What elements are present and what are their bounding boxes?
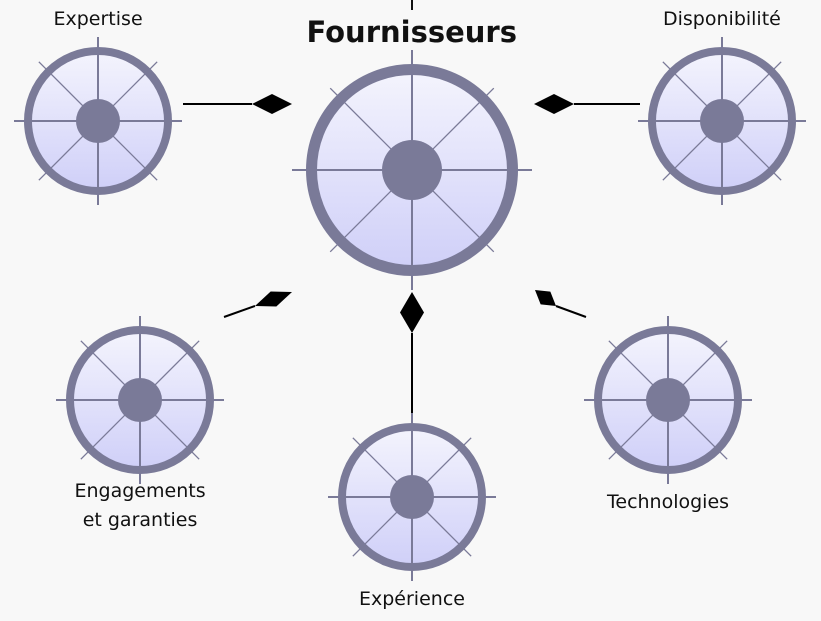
label-experience: Expérience — [359, 588, 465, 610]
connector-expertise[interactable] — [183, 94, 292, 114]
diamond-arrowhead-icon — [535, 290, 556, 306]
wheel-experience[interactable] — [328, 413, 496, 581]
wheel-hub — [76, 99, 120, 143]
connector-experience[interactable] — [400, 292, 424, 415]
wheel-hub — [118, 378, 162, 422]
label-fournisseurs: Fournisseurs — [306, 15, 518, 49]
connectors — [183, 0, 640, 415]
wheel-hub — [646, 378, 690, 422]
label-expertise: Expertise — [53, 8, 143, 30]
wheel-expertise[interactable] — [14, 37, 182, 205]
connector-line — [555, 305, 587, 318]
wheel-engagements[interactable] — [56, 316, 224, 484]
wheel-disponibilite[interactable] — [638, 37, 806, 205]
wheel-hub — [390, 475, 434, 519]
wheels — [14, 37, 806, 581]
connector-engagements[interactable] — [223, 291, 292, 318]
wheel-hub — [700, 99, 744, 143]
wheel-fournisseurs[interactable] — [292, 50, 532, 290]
diamond-arrowhead-icon — [252, 94, 292, 114]
diamond-arrowhead-icon — [255, 291, 292, 307]
diamond-arrowhead-icon — [534, 94, 574, 114]
label-disponibilite: Disponibilité — [663, 8, 781, 30]
connector-disponibilite[interactable] — [534, 94, 640, 114]
wheel-hub — [382, 140, 442, 200]
connector-technologies[interactable] — [535, 290, 587, 318]
label-technologies: Technologies — [607, 491, 730, 513]
wheel-technologies[interactable] — [584, 316, 752, 484]
diamond-arrowhead-icon — [400, 292, 424, 333]
connector-line — [223, 305, 256, 318]
